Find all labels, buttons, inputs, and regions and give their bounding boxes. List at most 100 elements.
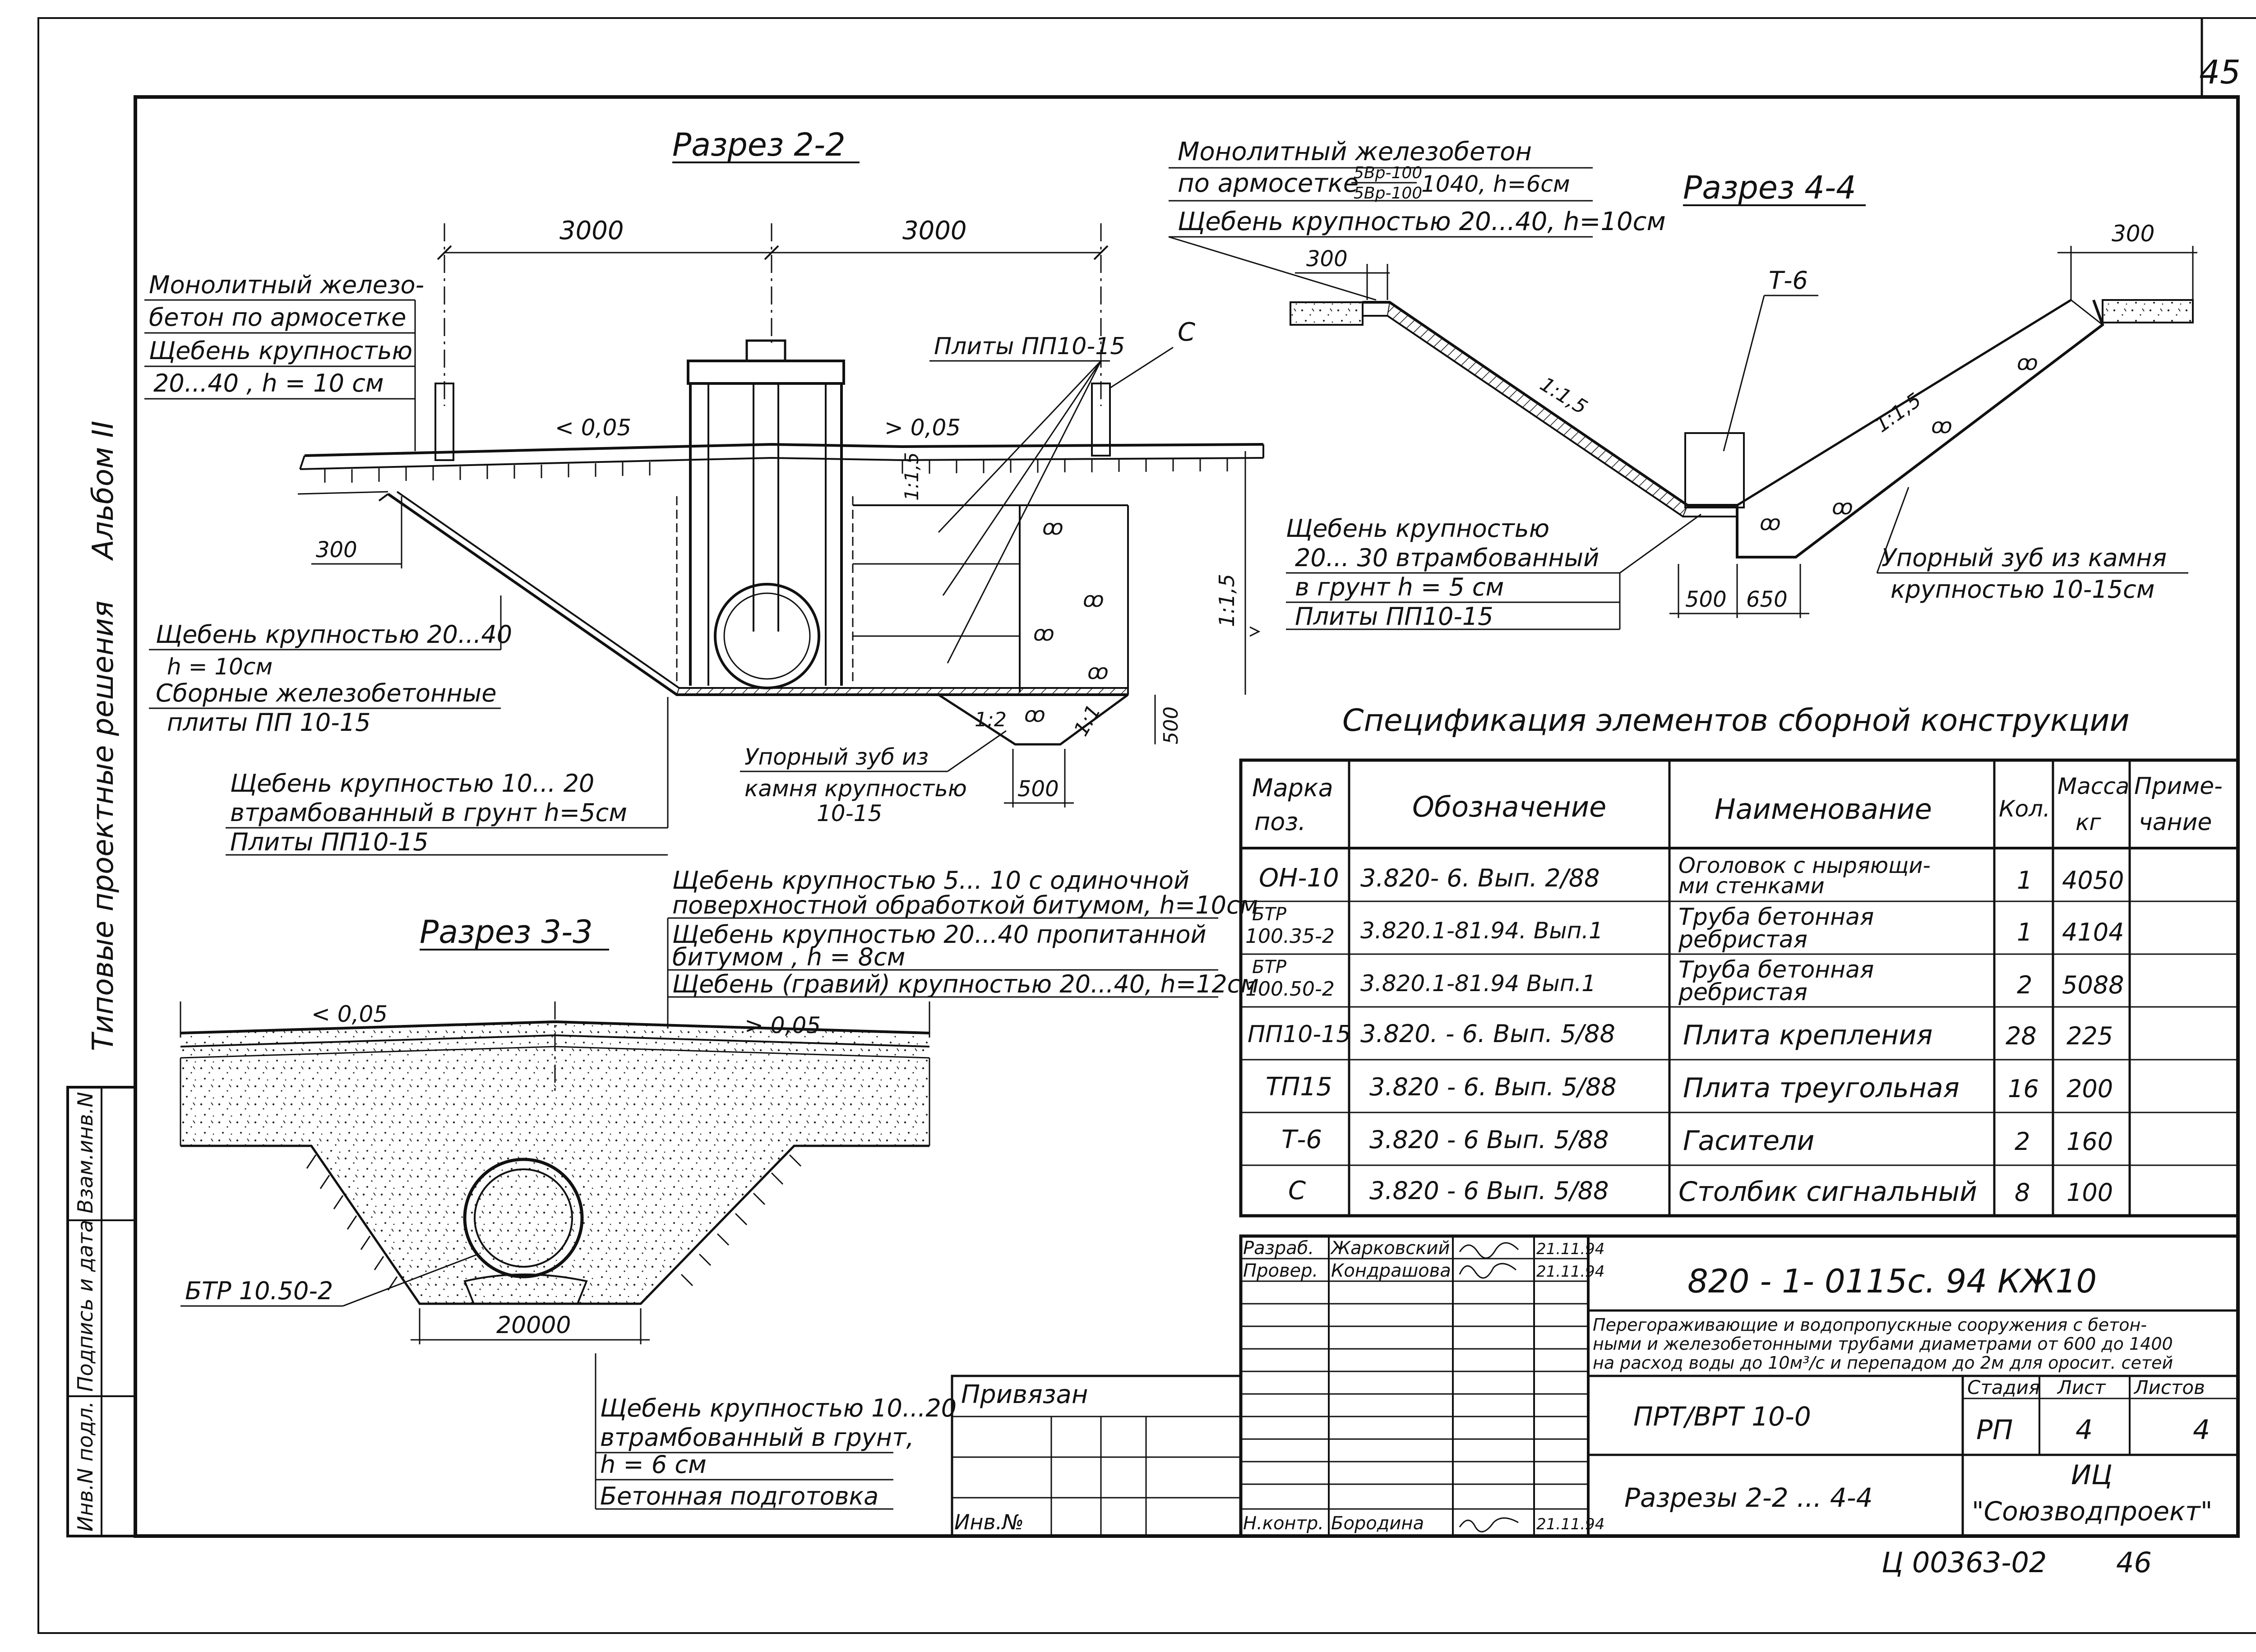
note-44-1: Монолитный железобетон bbox=[1178, 137, 1532, 166]
cell-des: 3.820 - 6. Вып. 5/88 bbox=[1369, 1073, 1617, 1101]
outer-frame bbox=[37, 17, 2256, 1634]
note-44-left-3: в грунт h = 5 см bbox=[1295, 573, 1504, 601]
dim-44-650: 650 bbox=[1746, 587, 1788, 612]
cell-mass: 4050 bbox=[2062, 866, 2124, 895]
cell-qty: 2 bbox=[2017, 971, 2032, 999]
note-44-right-1: Упорный зуб из камня bbox=[1882, 544, 2167, 572]
album-label: Альбом II bbox=[87, 421, 120, 561]
note-22-bot-3: Плиты ПП10-15 bbox=[230, 828, 429, 856]
table-row: ОН-10 3.820- 6. Вып. 2/88 Оголовок с ныр… bbox=[1259, 853, 2124, 899]
note-22-bot-1: Щебень крупностью 10... 20 bbox=[230, 769, 594, 798]
note-44-right-2: крупностью 10-15см bbox=[1891, 575, 2154, 604]
cell-mass: 100 bbox=[2066, 1178, 2113, 1207]
side-stamp: Взам.инв.N Подпись и дата Инв.N подл. bbox=[66, 1086, 137, 1537]
tb-desc-2: ными и железобетонными трубами диаметрам… bbox=[1593, 1334, 2173, 1354]
dim-22-500-v: 500 bbox=[1160, 706, 1183, 744]
svg-text:ꝏ: ꝏ bbox=[1024, 702, 1045, 727]
bottom-page: 46 bbox=[2116, 1546, 2152, 1579]
slope-33-left: < 0,05 bbox=[311, 1001, 388, 1027]
razrab-signature bbox=[1459, 1242, 1519, 1259]
prover-signature bbox=[1459, 1263, 1516, 1279]
cell-mark: БТР bbox=[1252, 904, 1287, 925]
cell-mass: 200 bbox=[2066, 1075, 2113, 1103]
svg-text:ꝏ: ꝏ bbox=[1083, 587, 1104, 612]
dim-44-500: 500 bbox=[1685, 587, 1727, 612]
note-22-tooth-1: Упорный зуб из bbox=[744, 744, 929, 770]
tb-prover-label: Провер. bbox=[1243, 1260, 1318, 1281]
spec-h-qty: Кол. bbox=[1999, 796, 2050, 822]
note-33-5: Щебень (гравий) крупностью 20...40, h=12… bbox=[672, 970, 1259, 998]
spec-h-mark-2: поз. bbox=[1254, 808, 1306, 836]
tb-desc-3: на расход воды до 10м³/с и перепадом до … bbox=[1593, 1353, 2173, 1373]
cell-name-2: ребристая bbox=[1678, 979, 1808, 1006]
svg-text:ꝏ: ꝏ bbox=[2017, 351, 2038, 375]
note-22-mid-3: Сборные железобетонные bbox=[156, 679, 497, 707]
side-inv-vzam: Взам.инв.N bbox=[73, 1092, 97, 1214]
spec-h-note-2: чание bbox=[2139, 809, 2212, 836]
series-label: Типовые проектные решения bbox=[87, 600, 120, 1051]
svg-text:ꝏ: ꝏ bbox=[1832, 495, 1853, 519]
slope-22-15a: 1:1,5 bbox=[901, 452, 923, 501]
note-44-2d: 1040, h=6см bbox=[1421, 171, 1570, 197]
tb-razrab-date: 21.11.94 bbox=[1536, 1240, 1604, 1258]
spec-title: Спецификация элементов сборной конструкц… bbox=[1342, 703, 2130, 738]
section-22-title: Разрез 2-2 bbox=[672, 126, 846, 163]
cell-name-2: ребристая bbox=[1678, 926, 1808, 953]
cell-des: 3.820 - 6 Вып. 5/88 bbox=[1369, 1126, 1609, 1154]
cell-qty: 8 bbox=[2015, 1178, 2030, 1207]
cell-name: Гасители bbox=[1683, 1125, 1814, 1157]
cell-name: Труба бетонная bbox=[1678, 956, 1874, 983]
note-22-top-3: Щебень крупностью bbox=[149, 337, 412, 365]
cell-name: Столбик сигнальный bbox=[1678, 1176, 1977, 1208]
svg-text:ꝏ: ꝏ bbox=[1760, 511, 1781, 535]
tb-nkontr-date: 21.11.94 bbox=[1536, 1515, 1604, 1533]
tb-privyazan: Привязан bbox=[961, 1380, 1088, 1409]
cell-des: 3.820- 6. Вып. 2/88 bbox=[1360, 864, 1600, 892]
note-33-b4: Бетонная подготовка bbox=[600, 1482, 878, 1510]
spec-table: Спецификация элементов сборной конструкц… bbox=[1239, 703, 2240, 1218]
note-44-left-2: 20... 30 втрамбованный bbox=[1295, 544, 1599, 572]
note-22-tooth-3: 10-15 bbox=[817, 800, 882, 826]
tb-razrab-name: Жарковский bbox=[1330, 1238, 1450, 1259]
cell-des: 3.820 - 6 Вып. 5/88 bbox=[1369, 1177, 1609, 1205]
cell-qty: 2 bbox=[2015, 1127, 2030, 1156]
tb-lists: 4 bbox=[2193, 1414, 2210, 1446]
pipe-label: БТР 10.50-2 bbox=[185, 1277, 333, 1305]
cell-mass: 160 bbox=[2066, 1127, 2113, 1156]
table-row: С 3.820 - 6 Вып. 5/88 Столбик сигнальный… bbox=[1288, 1176, 2113, 1208]
note-22-c: С bbox=[1178, 318, 1195, 347]
note-33-b2: втрамбованный в грунт, bbox=[600, 1423, 914, 1452]
tb-org-2: "Союзводпроект" bbox=[1972, 1496, 2213, 1527]
tb-list-label: Лист bbox=[2057, 1376, 2106, 1398]
svg-text:ꝏ: ꝏ bbox=[1042, 515, 1063, 540]
page-number: 45 bbox=[2199, 53, 2241, 91]
note-33-1: Щебень крупностью 5... 10 с одиночной bbox=[672, 866, 1189, 895]
cell-qty: 16 bbox=[2008, 1075, 2039, 1103]
tb-stage: РП bbox=[1976, 1414, 2013, 1446]
section-33-title: Разрез 3-3 bbox=[420, 914, 593, 951]
svg-text:ꝏ: ꝏ bbox=[1033, 621, 1054, 646]
side-sign-date: Подпись и дата bbox=[73, 1220, 97, 1392]
note-44-2a: по армосетке bbox=[1178, 169, 1359, 198]
cell-des: 3.820.1-81.94 Вып.1 bbox=[1360, 970, 1596, 997]
spec-h-designation: Обозначение bbox=[1412, 790, 1606, 823]
tb-list: 4 bbox=[2076, 1414, 2093, 1446]
note-22-top-2: бетон по армосетке bbox=[149, 303, 406, 332]
note-44-2b: 5Вр-100 bbox=[1354, 164, 1422, 182]
tb-inv-no: Инв.№ bbox=[954, 1510, 1024, 1534]
slope-22-left: < 0,05 bbox=[555, 415, 631, 441]
dim-44-300-right: 300 bbox=[2112, 221, 2154, 247]
note-44-left-4: Плиты ПП10-15 bbox=[1295, 602, 1493, 631]
cell-mark: ТП15 bbox=[1266, 1072, 1332, 1102]
note-33-3: Щебень крупностью 20...40 пропитанной bbox=[672, 920, 1207, 949]
cell-mark: С bbox=[1288, 1176, 1306, 1205]
note-44-2c: 5Вр-100 bbox=[1354, 184, 1422, 203]
tb-nkontr-label: Н.контр. bbox=[1243, 1513, 1324, 1534]
note-22-bot-2: втрамбованный в грунт h=5см bbox=[230, 798, 627, 827]
title-block: Привязан Инв.№ Разраб. Жарковский 21.11.… bbox=[951, 1234, 2240, 1538]
dim-22-500-h: 500 bbox=[1017, 776, 1059, 802]
table-row: Т-6 3.820 - 6 Вып. 5/88 Гасители 2 160 bbox=[1281, 1125, 2113, 1157]
bottom-stamp: Ц 00363-02 bbox=[1882, 1546, 2047, 1579]
spec-h-mark-1: Марка bbox=[1252, 774, 1333, 802]
cell-name: Плита крепления bbox=[1683, 1020, 1932, 1051]
